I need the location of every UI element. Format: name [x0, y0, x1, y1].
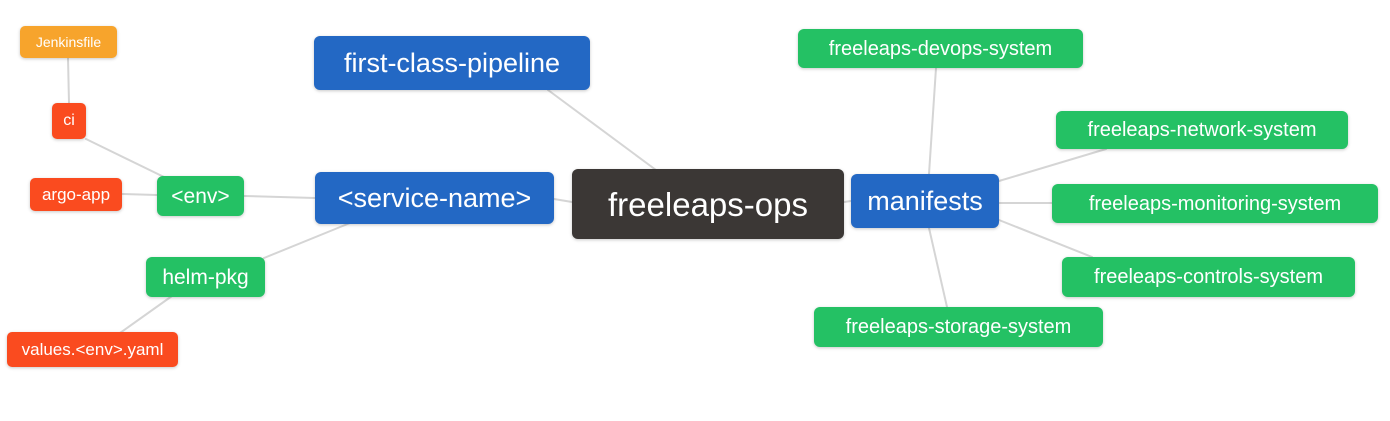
edge-jenkinsfile-ci: [67, 57, 70, 104]
node-jenkinsfile[interactable]: Jenkinsfile: [20, 26, 117, 58]
edge-helm-pkg-service-name: [263, 222, 351, 259]
node-freeleaps-ops-root[interactable]: freeleaps-ops: [572, 169, 844, 239]
node-freeleaps-network-system[interactable]: freeleaps-network-system: [1056, 111, 1348, 149]
edge-manifests-storage-system: [928, 227, 948, 308]
node-argo-app[interactable]: argo-app: [30, 178, 122, 211]
node-helm-pkg[interactable]: helm-pkg: [146, 257, 265, 297]
edge-argo-app-env: [121, 193, 158, 196]
edge-service-name-freeleaps-ops: [553, 198, 573, 203]
edge-manifests-controls-system: [998, 219, 1093, 258]
node-service-name[interactable]: <service-name>: [315, 172, 554, 224]
edge-pipeline-freeleaps-ops: [547, 89, 657, 171]
edge-manifests-devops-system: [928, 67, 937, 175]
edge-env-service-name: [243, 195, 316, 199]
node-freeleaps-storage-system[interactable]: freeleaps-storage-system: [814, 307, 1103, 347]
edge-freeleaps-ops-manifests: [843, 200, 852, 203]
node-first-class-pipeline[interactable]: first-class-pipeline: [314, 36, 590, 90]
node-ci[interactable]: ci: [52, 103, 86, 139]
node-values-env-yaml[interactable]: values.<env>.yaml: [7, 332, 178, 367]
node-manifests[interactable]: manifests: [851, 174, 999, 228]
edge-manifests-network-system: [998, 148, 1107, 182]
node-env[interactable]: <env>: [157, 176, 244, 216]
node-freeleaps-devops-system[interactable]: freeleaps-devops-system: [798, 29, 1083, 68]
node-freeleaps-monitoring-system[interactable]: freeleaps-monitoring-system: [1052, 184, 1378, 223]
edge-values-helm-pkg: [119, 295, 173, 334]
node-freeleaps-controls-system[interactable]: freeleaps-controls-system: [1062, 257, 1355, 297]
edge-ci-env: [85, 138, 165, 178]
